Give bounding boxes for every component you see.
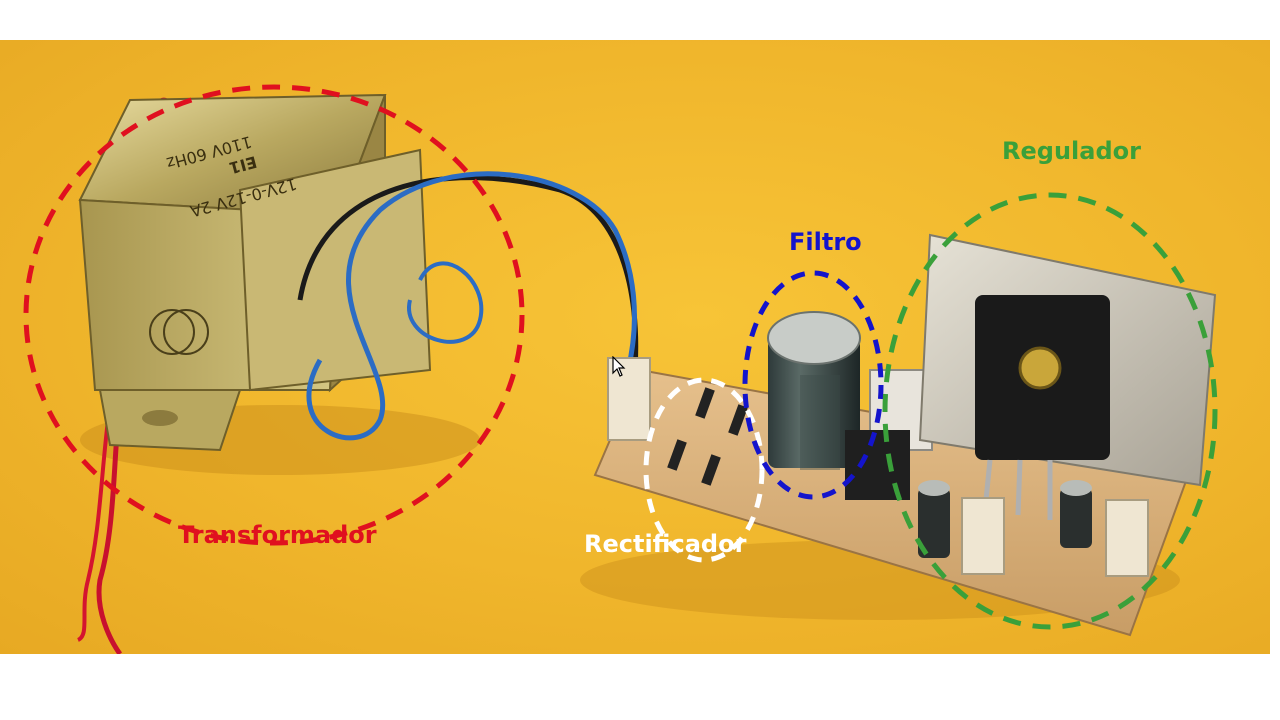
- transformador-label: Transformador: [178, 521, 377, 549]
- regulador-label: Regulador: [1002, 137, 1141, 165]
- small-transistor: [845, 430, 910, 500]
- power-supply-scene: 110V 60Hz EI1 12V-0-12V 2A: [23, 84, 1218, 654]
- transformer: 110V 60Hz EI1 12V-0-12V 2A: [78, 93, 432, 452]
- filter-capacitor: [767, 311, 861, 470]
- regulador-circle: [882, 192, 1218, 630]
- output-connector-2: [1105, 499, 1149, 577]
- rectificador-circle: [643, 377, 765, 563]
- filtro-label: Filtro: [789, 228, 862, 256]
- mouse-cursor-icon: [612, 356, 626, 377]
- transistor-leg-2: [1015, 459, 1023, 516]
- rectificador-label: Rectificador: [584, 530, 747, 558]
- blue-wire: [306, 171, 637, 441]
- diodes: [667, 387, 748, 486]
- blue-wire-loop: [407, 261, 484, 344]
- small-capacitor-2: [1060, 488, 1092, 548]
- transformador-circle: [23, 84, 525, 546]
- photo: 110V 60Hz EI1 12V-0-12V 2A: [0, 40, 1270, 654]
- filtro-circle: [742, 270, 884, 500]
- transistor-nut: [1018, 346, 1062, 390]
- output-connector-1: [961, 497, 1005, 575]
- small-capacitor-1: [918, 488, 950, 558]
